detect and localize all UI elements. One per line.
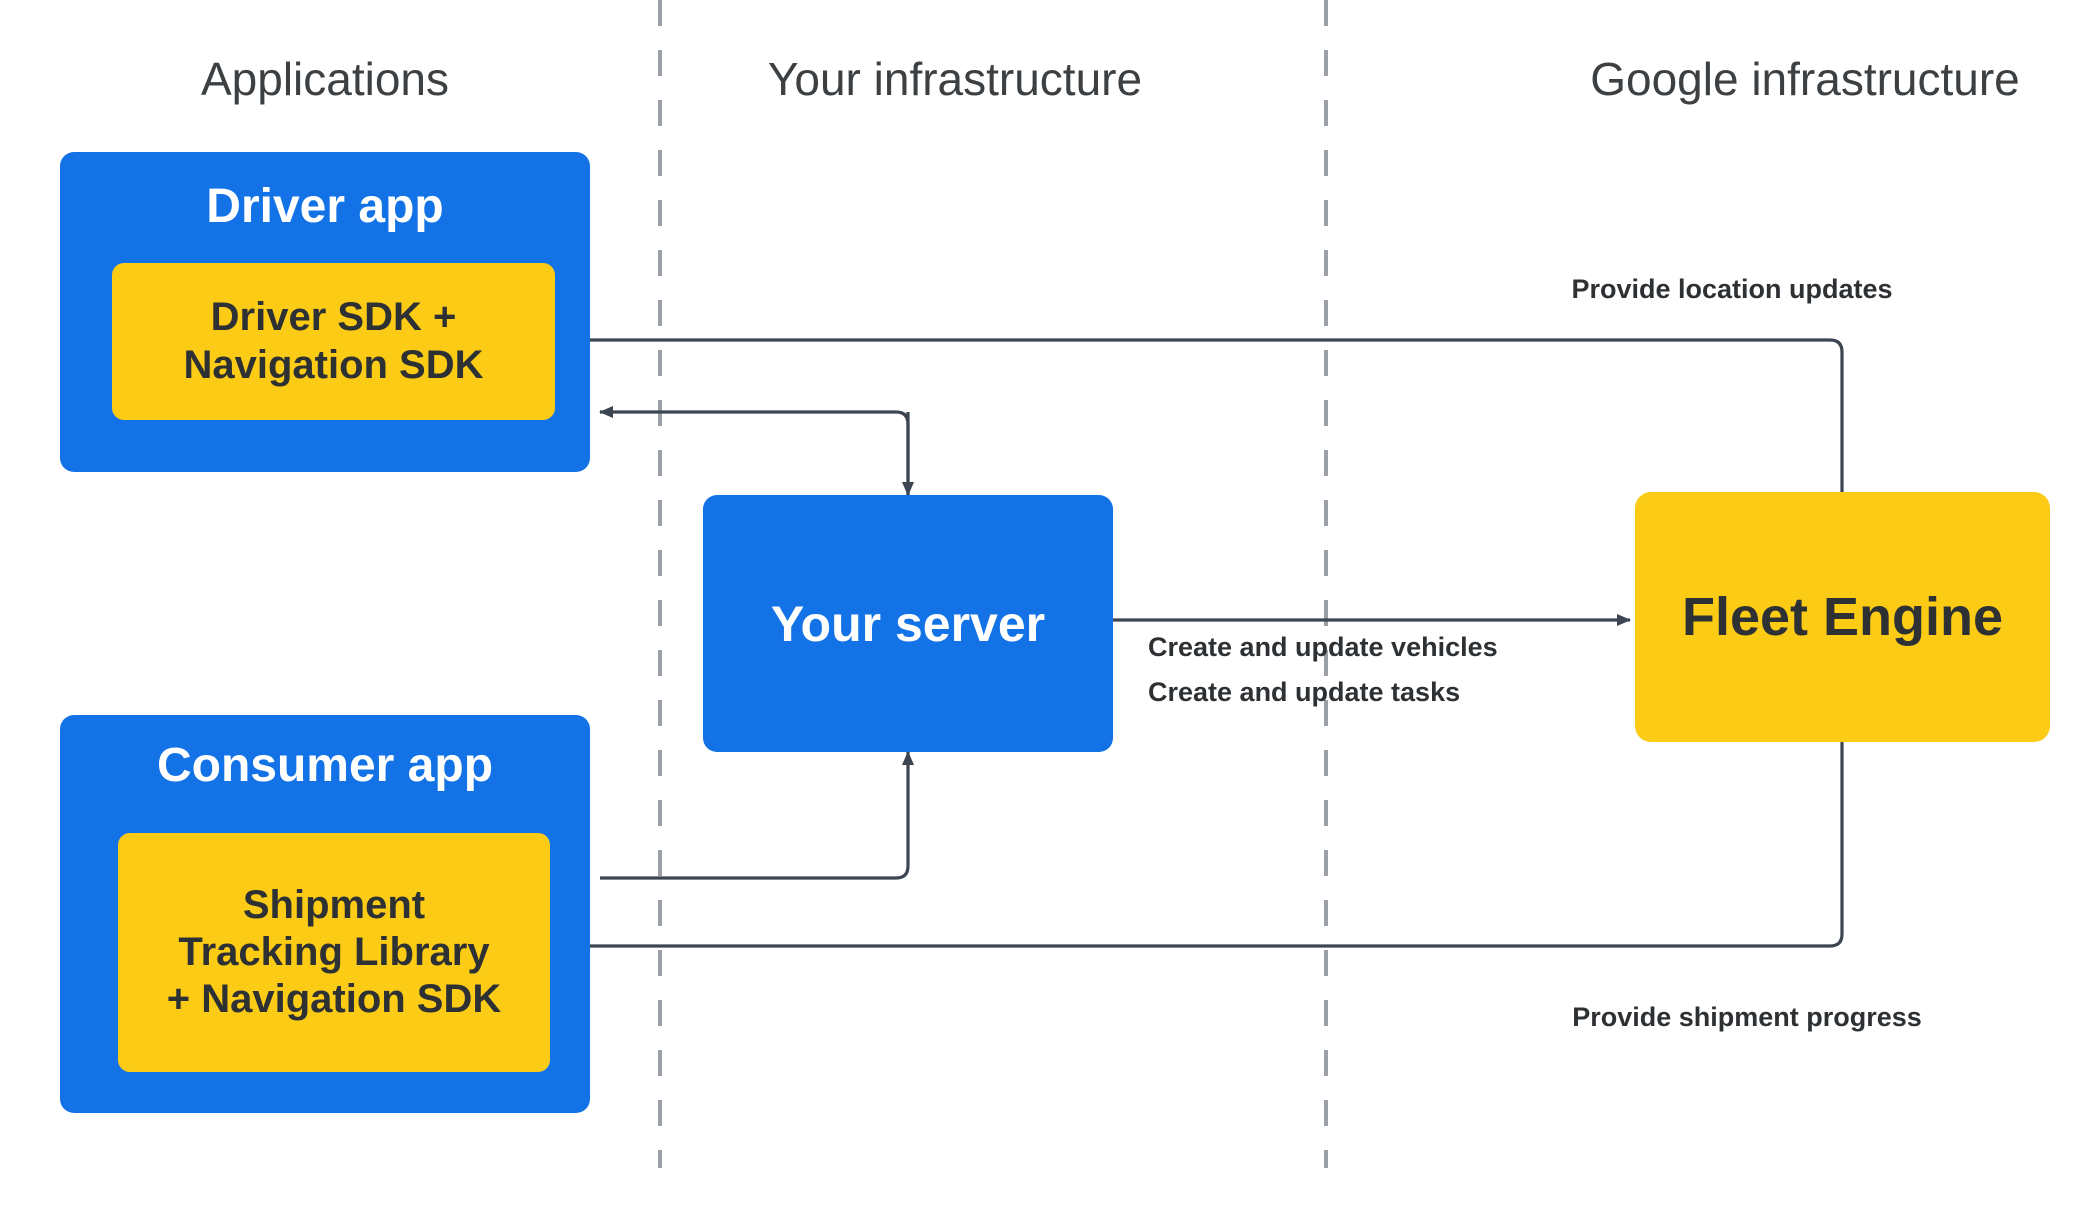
node-shipment-tracking-library[interactable]: Shipment Tracking Library + Navigation S… <box>118 833 550 1072</box>
connector-fleetengine-to-driver-sdk <box>569 334 1844 492</box>
driver-app-title: Driver app <box>206 180 444 233</box>
connector-driverapp-yourserver <box>599 406 910 495</box>
fleet-engine-title: Fleet Engine <box>1681 587 2004 647</box>
column-header-applications: Applications <box>200 53 450 105</box>
node-driver-sdk[interactable]: Driver SDK + Navigation SDK <box>112 263 555 420</box>
node-fleet-engine[interactable]: Fleet Engine <box>1635 492 2050 742</box>
column-header-google-infrastructure: Google infrastructure <box>1590 53 2020 105</box>
edge-label-create-update-tasks: Create and update tasks <box>1148 677 1461 707</box>
connector-consumerapp-to-yourserver <box>600 751 914 880</box>
column-header-your-infrastructure: Your infrastructure <box>767 53 1143 105</box>
consumer-app-title: Consumer app <box>156 739 494 792</box>
your-server-title: Your server <box>770 595 1046 652</box>
edge-label-provide-shipment-progress: Provide shipment progress <box>1572 1002 1922 1032</box>
edge-label-provide-location-updates: Provide location updates <box>1571 274 1893 304</box>
connector-fleetengine-to-shipment-tracking <box>569 742 1844 952</box>
consumer-sdk-line-2: Tracking Library <box>178 929 490 974</box>
consumer-sdk-line-3: + Navigation SDK <box>166 977 502 1022</box>
driver-sdk-line-1: Driver SDK + <box>210 295 457 340</box>
driver-sdk-line-2: Navigation SDK <box>183 342 484 387</box>
edge-label-create-update-vehicles: Create and update vehicles <box>1148 632 1498 662</box>
consumer-sdk-line-1: Shipment <box>242 882 426 927</box>
node-your-server[interactable]: Your server <box>703 495 1113 752</box>
